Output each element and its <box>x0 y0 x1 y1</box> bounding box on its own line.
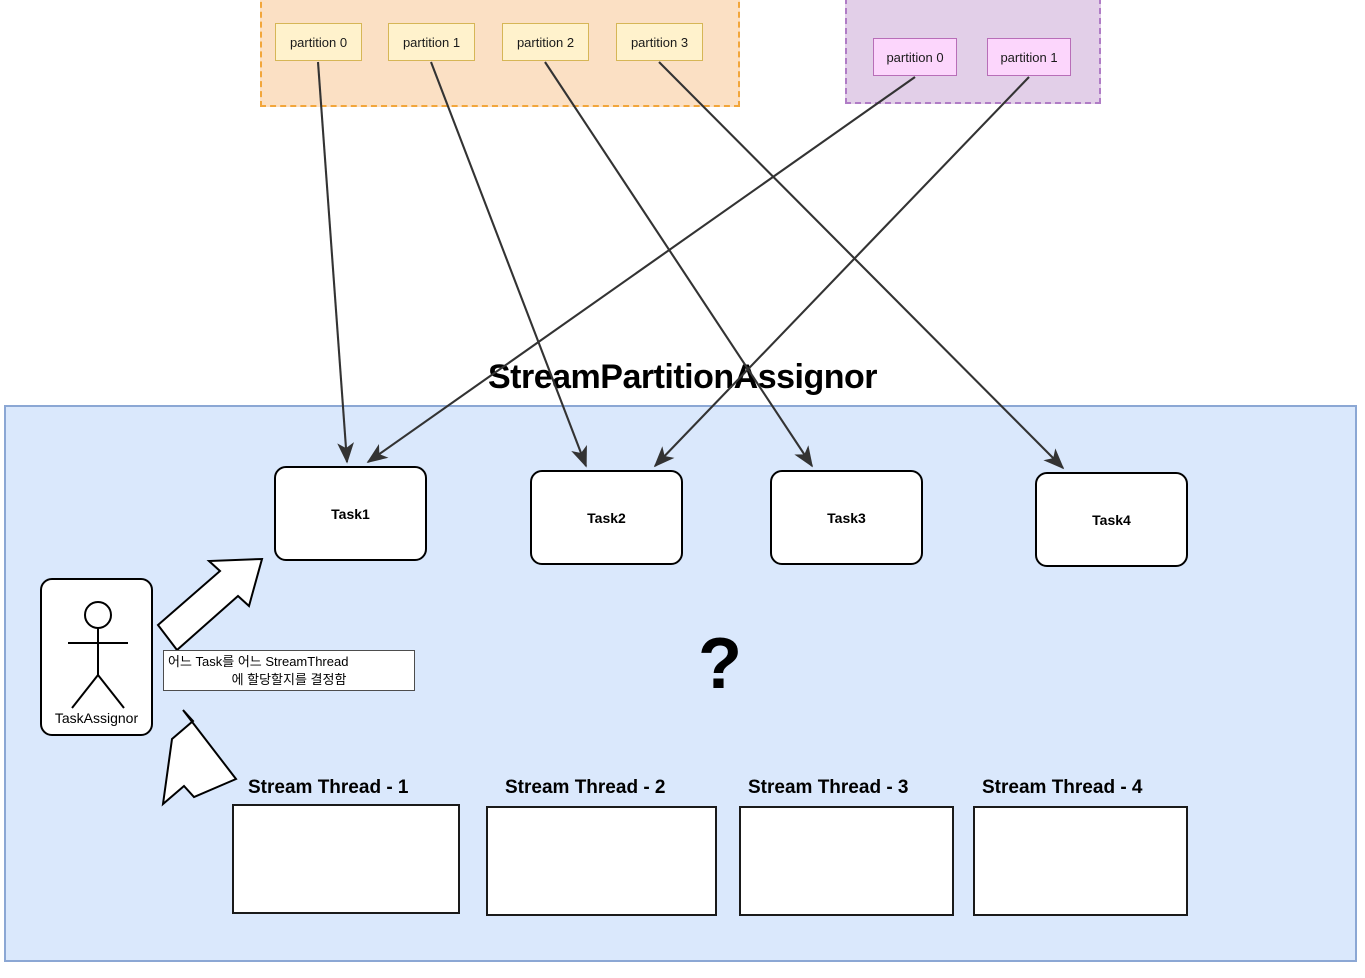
topic-a-partition-0[interactable]: partition 0 <box>275 23 362 61</box>
task-label: Task4 <box>1092 511 1131 528</box>
stream-thread-label-1: Stream Thread - 1 <box>248 777 409 798</box>
actor-label: TaskAssignor <box>54 710 139 726</box>
task-label: Task1 <box>331 505 370 522</box>
stream-thread-box-2[interactable] <box>486 806 717 916</box>
task-box-3[interactable]: Task3 <box>770 470 923 565</box>
stream-thread-label-3: Stream Thread - 3 <box>748 777 909 798</box>
topic-b-partition-1[interactable]: partition 1 <box>987 38 1071 76</box>
note-line-2: 에 할당할지를 결정함 <box>231 671 347 687</box>
stream-thread-box-3[interactable] <box>739 806 954 916</box>
partition-label: partition 0 <box>886 49 944 65</box>
stream-thread-label-2: Stream Thread - 2 <box>505 777 666 798</box>
task-box-2[interactable]: Task2 <box>530 470 683 565</box>
task-assignor-actor[interactable]: TaskAssignor <box>40 578 153 736</box>
question-mark: ? <box>698 624 742 704</box>
partition-label: partition 0 <box>289 34 348 50</box>
note-box: 어느 Task를 어느 StreamThread 에 할당할지를 결정함 <box>163 650 415 692</box>
stream-thread-box-1[interactable] <box>232 804 460 914</box>
topic-a-partition-3[interactable]: partition 3 <box>616 23 703 61</box>
topic-b-partition-0[interactable]: partition 0 <box>873 38 957 76</box>
stream-thread-label-4: Stream Thread - 4 <box>982 777 1143 798</box>
task-label: Task3 <box>827 509 866 526</box>
stream-thread-box-4[interactable] <box>973 806 1188 916</box>
stick-figure-icon <box>68 601 128 709</box>
task-label: Task2 <box>587 509 626 526</box>
arrow-topicA-p0-to-task1 <box>316 61 354 464</box>
topic-a-partition-2[interactable]: partition 2 <box>502 23 589 61</box>
partition-label: partition 1 <box>402 34 461 50</box>
topic-a-partition-1[interactable]: partition 1 <box>388 23 475 61</box>
task-box-4[interactable]: Task4 <box>1035 472 1188 567</box>
task-box-1[interactable]: Task1 <box>274 466 427 561</box>
partition-label: partition 2 <box>516 34 575 50</box>
page-title: StreamPartitionAssignor <box>487 358 878 396</box>
partition-label: partition 3 <box>630 34 689 50</box>
partition-label: partition 1 <box>1000 49 1058 65</box>
note-line-1: 어느 Task를 어느 StreamThread <box>168 654 349 669</box>
